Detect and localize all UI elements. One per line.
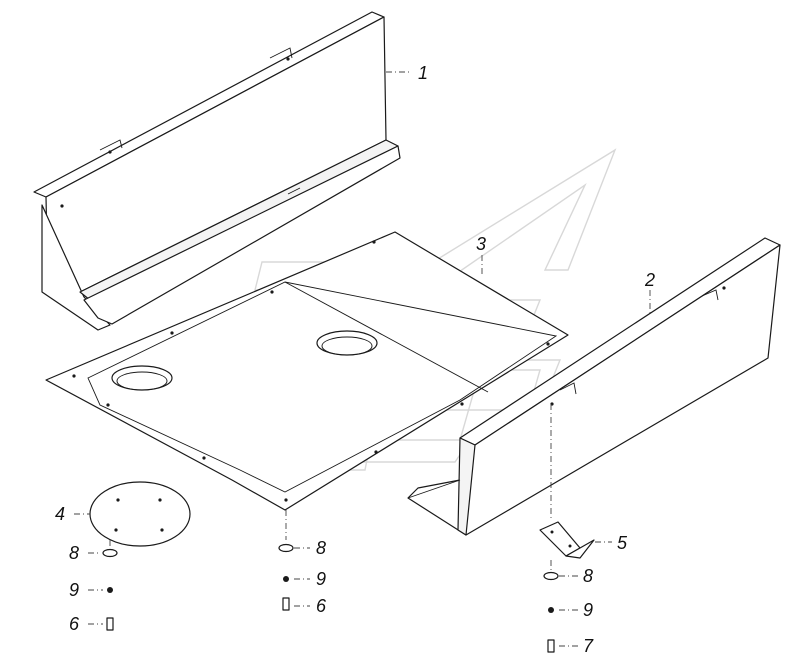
callout-7: 7 (583, 636, 594, 656)
fastener-stack-left (102, 548, 118, 631)
part-3-floor-plate (45, 231, 569, 511)
callout-3: 3 (476, 234, 486, 254)
callout-9-right: 9 (583, 600, 593, 620)
callout-8-left: 8 (69, 543, 79, 563)
callout-2: 2 (644, 270, 655, 290)
fastener-stack-center (278, 543, 294, 611)
callout-6-center: 6 (316, 596, 327, 616)
leader-lines (74, 71, 651, 647)
part-4-round-cover (89, 481, 191, 547)
callout-8-center: 8 (316, 538, 326, 558)
part-1-rear-panel (33, 11, 401, 331)
part-5-bracket (539, 521, 595, 559)
callout-1: 1 (418, 63, 428, 83)
callout-9-center: 9 (316, 569, 326, 589)
callout-5: 5 (617, 533, 628, 553)
callout-9-left: 9 (69, 580, 79, 600)
part-2-side-panel (407, 237, 781, 536)
callout-6-left: 6 (69, 614, 80, 634)
callout-4: 4 (55, 504, 65, 524)
callout-labels: 1 2 3 4 5 8 9 6 8 9 6 8 9 7 (55, 63, 655, 656)
fastener-stack-right (543, 571, 559, 653)
callout-8-right: 8 (583, 566, 593, 586)
